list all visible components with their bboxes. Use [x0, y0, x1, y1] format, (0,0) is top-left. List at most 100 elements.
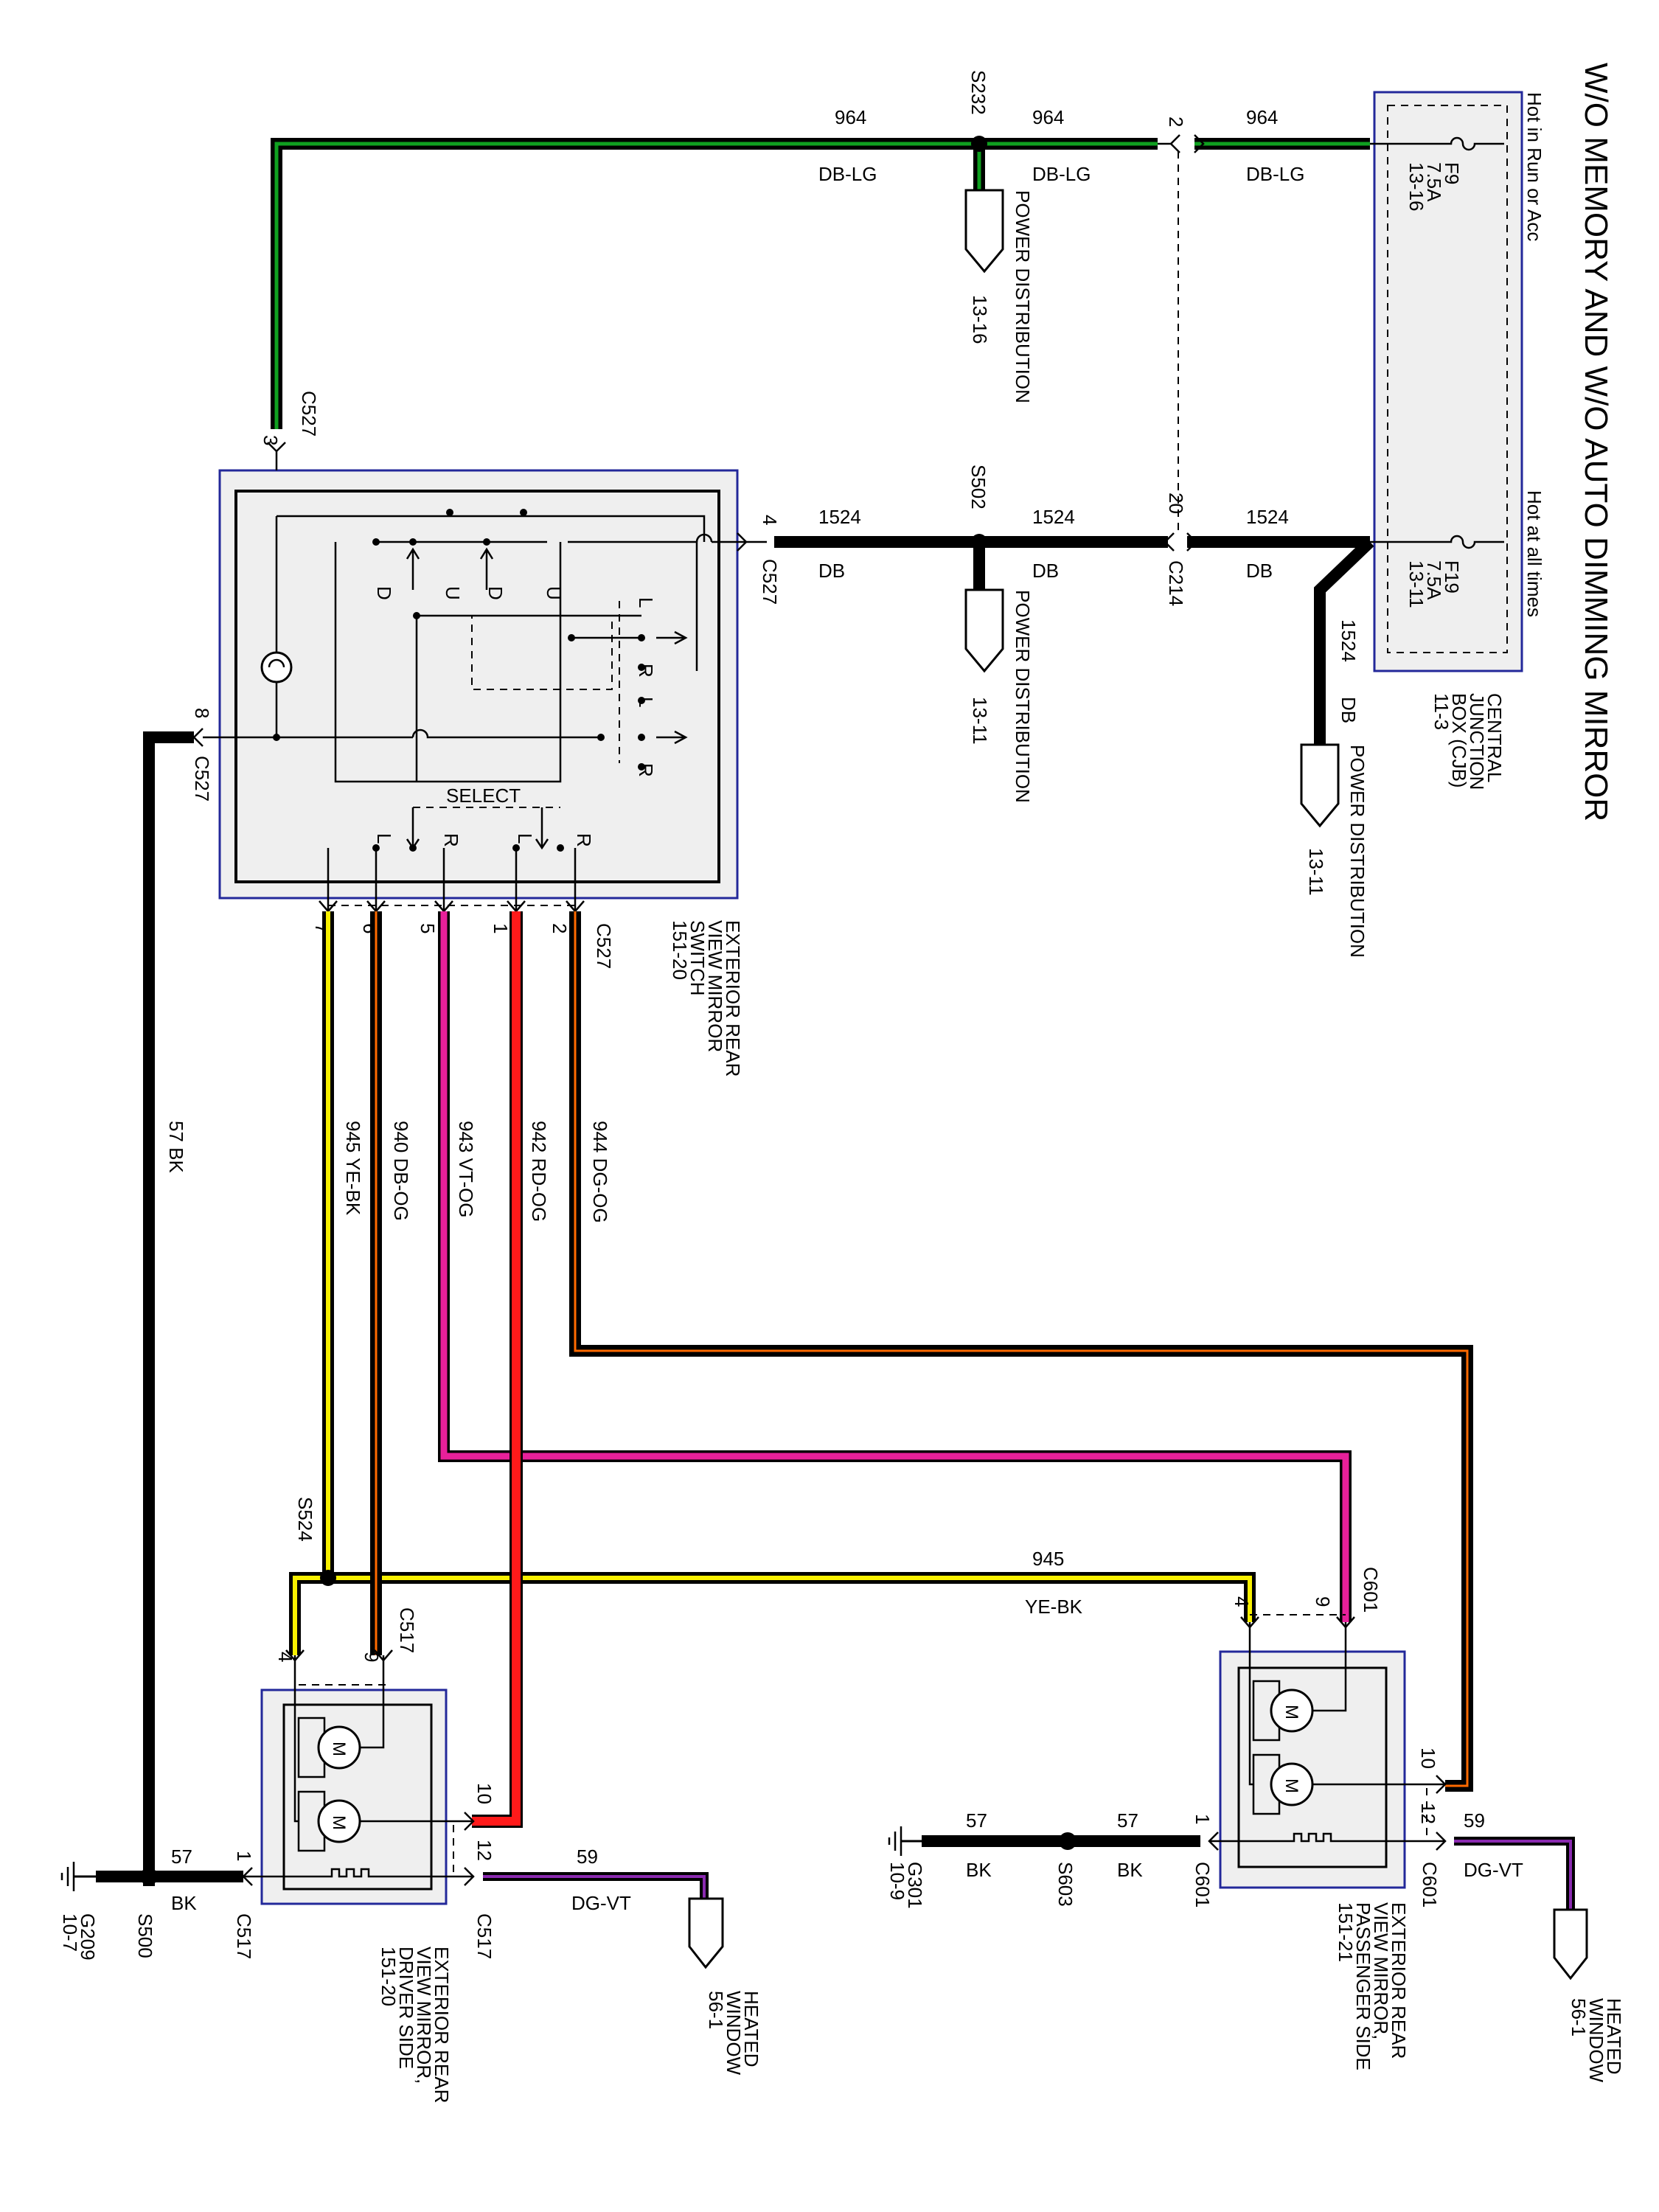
wire-945-vertical-label: 945 YE-BK	[342, 1121, 364, 1216]
fuse-f19-rating: 7.5A	[1423, 560, 1445, 600]
heated-window-passenger-2: WINDOW	[1585, 1998, 1607, 2083]
wire-940-vertical-label: 940 DB-OG	[390, 1121, 412, 1221]
wire-942	[472, 911, 523, 1828]
splice-s232	[971, 136, 987, 152]
heated-window-driver-1: HEATED	[740, 1991, 762, 2067]
cjb-name-3: BOX (CJB)	[1448, 693, 1470, 788]
connector-c214-pin2	[1158, 134, 1205, 153]
power-distribution-1316	[964, 189, 1004, 274]
wire-59-passenger-num: 59	[1464, 1809, 1485, 1832]
wire-1524-color-4: DB	[1338, 697, 1360, 723]
heated-window-passenger	[1553, 1908, 1588, 1980]
wire-59-driver-num: 59	[577, 1846, 598, 1868]
passenger-c601-left-label: C601	[1192, 1862, 1214, 1907]
wire-1524-color-3: DB	[1246, 560, 1273, 582]
c527-pin3	[267, 442, 286, 470]
switch-letter-l3: L	[373, 833, 395, 844]
wire-59-passenger-color: DG-VT	[1464, 1859, 1523, 1881]
switch-letter-u2: U	[543, 586, 565, 600]
passenger-pin9-label: 9	[1312, 1596, 1334, 1607]
wire-964-color-2: DB-LG	[1032, 163, 1091, 185]
driver-c517-left-label: C517	[233, 1913, 255, 1959]
wire-944	[569, 911, 1473, 1792]
heated-window-passenger-3: 56-1	[1568, 1998, 1590, 2037]
wire-964-num-2: 964	[1032, 106, 1064, 128]
switch-letter-d2: D	[484, 586, 507, 600]
switch-letter-l1: L	[635, 597, 657, 608]
connector-c214-pin20	[1164, 532, 1197, 552]
wire-945-num: 945	[1032, 1548, 1064, 1570]
driver-pin4-label: 4	[274, 1652, 296, 1662]
pin-4-label: 4	[759, 515, 781, 525]
passenger-pin12-label: 12	[1417, 1803, 1439, 1824]
c527-pin4	[712, 532, 767, 552]
driver-motor-1: M	[329, 1742, 349, 1756]
passenger-motor-1: M	[1281, 1705, 1301, 1719]
wire-1524-num-4: 1524	[1338, 619, 1360, 662]
wire-57-vertical-label: 57 BK	[165, 1121, 187, 1173]
wire-57-passenger-color-1: BK	[966, 1859, 992, 1881]
fuse-f9-symbol	[1370, 136, 1504, 151]
ground-g209-1: G209	[77, 1913, 99, 1961]
splice-s502-label: S502	[967, 465, 990, 509]
splice-s524	[320, 1570, 336, 1586]
wire-57-passenger-num-1: 57	[966, 1809, 987, 1832]
switch-name-1: EXTERIOR REAR	[722, 920, 744, 1077]
fuse-f9-ref: 13-16	[1405, 162, 1427, 212]
power-distribution-1311-a	[964, 588, 1004, 673]
connector-c527-pin8-label: C527	[191, 756, 213, 801]
passenger-mirror	[1208, 1614, 1447, 1889]
connector-c214-label: C214	[1165, 560, 1187, 606]
driver-pin1-label: 1	[233, 1851, 255, 1861]
diagram-title: W/O MEMORY AND W/O AUTO DIMMING MIRROR	[1578, 63, 1614, 821]
passenger-mirror-name-1: EXTERIOR REAR	[1388, 1902, 1410, 2059]
driver-motor-2: M	[329, 1815, 349, 1830]
splice-s603-label: S603	[1054, 1862, 1077, 1907]
splice-s500-label: S500	[134, 1913, 156, 1958]
wire-57-switch	[143, 731, 194, 1886]
switch-letter-r4: R	[573, 833, 595, 847]
wire-945-color: YE-BK	[1025, 1596, 1083, 1618]
wire-943	[438, 911, 1352, 1622]
power-dist-1311-b-label: POWER DISTRIBUTION	[1346, 745, 1368, 958]
connector-c527-pin4-label: C527	[759, 559, 781, 605]
wire-59-driver-color: DG-VT	[571, 1892, 631, 1914]
pin-2-label: 2	[1165, 116, 1187, 127]
hot-all-times-label: Hot at all times	[1523, 490, 1545, 617]
passenger-motor-2: M	[1281, 1778, 1301, 1793]
power-distribution-1311-b	[1300, 743, 1340, 828]
pin-5-label: 5	[417, 923, 439, 933]
power-dist-1311-a-ref: 13-11	[969, 697, 991, 745]
wire-1524-num-3: 1524	[1246, 506, 1289, 528]
passenger-mirror-name-2: VIEW MIRROR,	[1370, 1902, 1392, 2039]
splice-s524-label: S524	[294, 1497, 316, 1542]
pin-20-label: 20	[1165, 493, 1187, 514]
switch-letter-l2: L	[635, 697, 657, 707]
heated-window-passenger-1: HEATED	[1603, 1998, 1625, 2075]
power-dist-1311-a-label: POWER DISTRIBUTION	[1012, 590, 1034, 803]
ground-g209-2: 10-7	[59, 1913, 81, 1952]
connector-c527-bottom-label: C527	[593, 923, 615, 969]
pin-8-label: 8	[191, 708, 213, 718]
wire-942-vertical-label: 942 RD-OG	[528, 1121, 550, 1222]
wire-59-driver	[483, 1872, 709, 1899]
wire-945	[289, 911, 1256, 1655]
exterior-mirror-switch	[203, 469, 739, 900]
switch-letter-r2: R	[635, 763, 657, 777]
heated-window-driver	[688, 1897, 724, 1969]
passenger-pin10-label: 10	[1417, 1747, 1439, 1769]
passenger-pin1-label: 1	[1192, 1814, 1214, 1824]
fuse-f19-symbol	[1370, 535, 1504, 549]
switch-letter-u1: U	[442, 586, 464, 600]
cjb-name-4: 11-3	[1430, 693, 1453, 730]
power-dist-1316-ref: 13-16	[969, 295, 991, 344]
wire-944-vertical-label: 944 DG-OG	[589, 1121, 611, 1223]
driver-mirror-name-1: EXTERIOR REAR	[431, 1947, 453, 2103]
ground-g301-2: 10-9	[886, 1862, 908, 1900]
heated-window-driver-3: 56-1	[705, 1991, 727, 2029]
central-junction-box: Hot in Run or Acc Hot at all times F9 7.…	[1370, 91, 1545, 672]
switch-letter-d1: D	[373, 586, 395, 600]
power-dist-1311-b-ref: 13-11	[1305, 848, 1327, 896]
switch-name-2: VIEW MIRROR	[704, 920, 726, 1052]
